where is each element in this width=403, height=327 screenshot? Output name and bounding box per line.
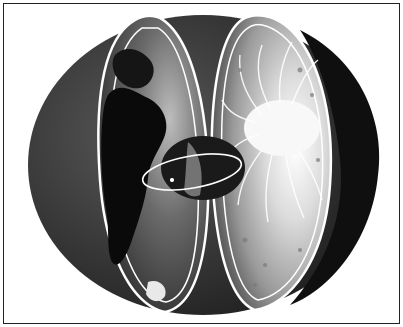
polar-opening-glow <box>244 100 320 156</box>
core-light-dot <box>170 178 174 182</box>
